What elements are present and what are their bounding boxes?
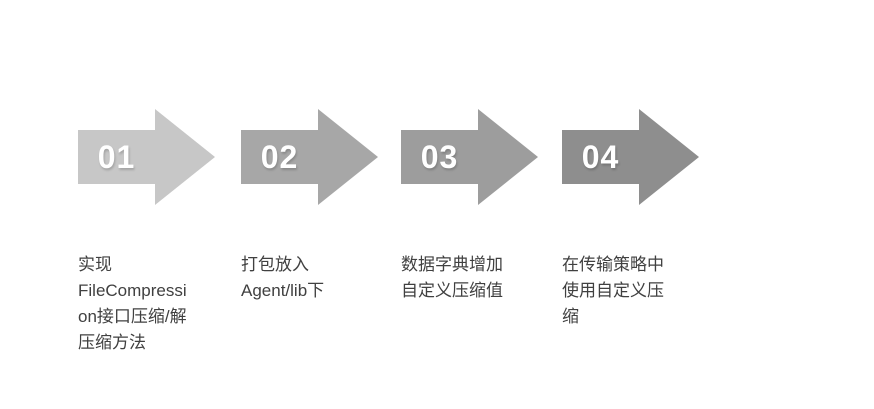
arrow-right-icon: 02 [241, 109, 378, 205]
process-step-2: 02 打包放入 Agent/lib下 [241, 109, 401, 369]
step-caption: 在传输策略中 使用自定义压 缩 [562, 255, 664, 326]
step-caption: 打包放入 Agent/lib下 [241, 255, 325, 300]
process-step-1: 01 实现 FileCompressi on接口压缩/解 压缩方法 [78, 109, 238, 369]
arrow-right-shape [241, 109, 378, 205]
step-number: 03 [420, 138, 459, 175]
step-number: 04 [581, 138, 620, 175]
process-step-3: 03 数据字典增加 自定义压缩值 [401, 109, 561, 369]
process-step-4: 04 在传输策略中 使用自定义压 缩 [562, 109, 722, 369]
step-number: 02 [260, 138, 299, 175]
arrow-right-icon: 01 [78, 109, 215, 205]
arrow-right-shape [401, 109, 538, 205]
step-caption: 实现 FileCompressi on接口压缩/解 压缩方法 [78, 255, 187, 352]
arrow-right-icon: 04 [562, 109, 699, 205]
arrow-right-icon: 03 [401, 109, 538, 205]
arrow-right-shape [562, 109, 699, 205]
step-number: 01 [97, 138, 136, 175]
step-caption: 数据字典增加 自定义压缩值 [401, 255, 503, 300]
arrow-right-shape [78, 109, 215, 205]
